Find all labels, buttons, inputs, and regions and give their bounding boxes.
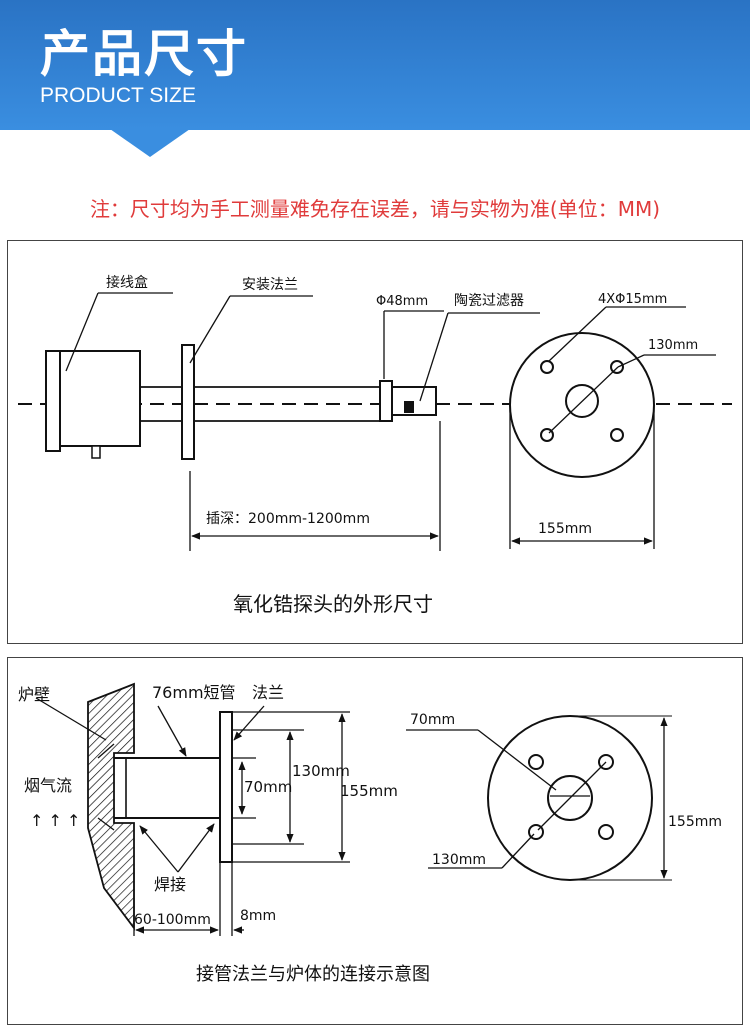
flange-connection-panel: 炉壁 76mm短管 法兰 烟气流 ↑ ↑ ↑ 焊接 60-100mm 8mm	[7, 657, 743, 1025]
bolt-hole	[610, 428, 624, 442]
panel1-caption: 氧化锆探头的外形尺寸	[233, 592, 433, 616]
junction-box-body	[59, 350, 141, 447]
page-title: 产品尺寸	[40, 25, 248, 83]
flue-gas-label: 烟气流	[24, 776, 72, 795]
bolt-hole	[528, 754, 544, 770]
probe-dimension-panel: 接线盒 安装法兰 Φ48mm 陶瓷过滤器 插深：200mm-1200mm	[7, 240, 743, 644]
diameter-label: Φ48mm	[376, 294, 428, 309]
page-subtitle: PRODUCT SIZE	[40, 84, 196, 107]
pipe-length-label: 60-100mm	[134, 912, 211, 928]
panel2-caption: 接管法兰与炉体的连接示意图	[196, 964, 430, 985]
flange-connection-drawing: 炉壁 76mm短管 法兰 烟气流 ↑ ↑ ↑ 焊接 60-100mm 8mm	[18, 682, 722, 985]
flange-label: 法兰	[252, 683, 284, 702]
bolt-hole	[598, 824, 614, 840]
junction-box-flange	[45, 350, 61, 452]
bolt-circle-side-label: 130mm	[292, 762, 350, 780]
mounting-flange	[181, 344, 195, 460]
banner-pointer	[110, 129, 190, 157]
junction-box-label: 接线盒	[106, 274, 148, 291]
face-outer-dia-label: 155mm	[668, 814, 722, 830]
weld-label: 焊接	[154, 875, 186, 894]
probe-collar	[379, 380, 393, 422]
pipe-flange	[219, 711, 233, 863]
insert-depth-label: 插深：200mm-1200mm	[206, 511, 370, 527]
header-banner	[0, 0, 750, 130]
bolt-hole	[540, 360, 554, 374]
cable-gland	[91, 445, 101, 459]
inner-dia-label: 70mm	[244, 778, 292, 796]
face-inner-dia-label: 70mm	[410, 712, 455, 728]
ceramic-filter-label: 陶瓷过滤器	[454, 293, 524, 309]
probe-dimension-drawing: 接线盒 安装法兰 Φ48mm 陶瓷过滤器 插深：200mm-1200mm	[18, 274, 732, 616]
flange-thickness-label: 8mm	[240, 908, 276, 924]
flow-arrows: ↑ ↑ ↑	[30, 811, 80, 830]
outer-dia-side-label: 155mm	[340, 782, 398, 800]
face-bolt-circle-label: 130mm	[432, 852, 486, 868]
measurement-note: 注：尺寸均为手工测量难免存在误差，请与实物为准(单位：MM)	[89, 197, 661, 221]
furnace-wall-label: 炉壁	[18, 685, 50, 704]
furnace-wall	[87, 682, 135, 931]
holes-label: 4XΦ15mm	[598, 292, 667, 307]
bolt-circle-label: 130mm	[648, 338, 698, 353]
short-pipe-label: 76mm短管	[152, 683, 236, 702]
flange-dia-label: 155mm	[538, 521, 592, 537]
mount-flange-label: 安装法兰	[242, 277, 298, 293]
